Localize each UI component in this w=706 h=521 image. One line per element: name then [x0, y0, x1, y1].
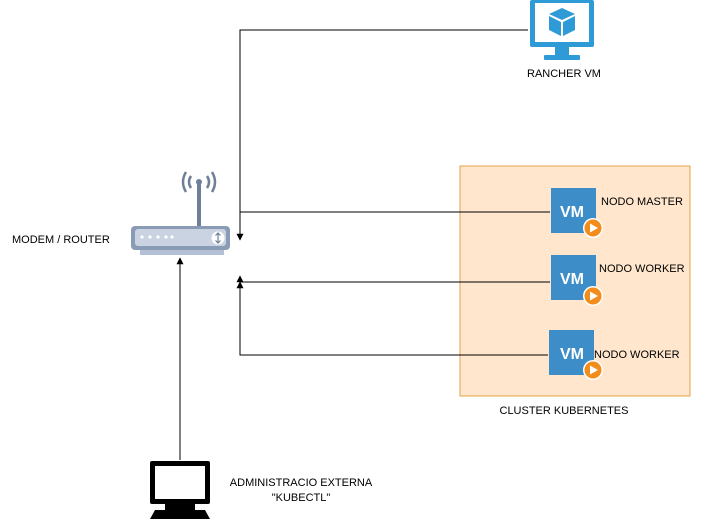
vm-icon-text-worker2: VM	[560, 346, 584, 363]
vm-icon-text-master: VM	[560, 204, 584, 221]
vm-icon: VM	[551, 255, 603, 306]
router-label: MODEM / ROUTER	[12, 234, 110, 246]
vm-icon: VM	[551, 188, 603, 238]
vm-icon-text-worker1: VM	[560, 271, 584, 288]
nodo-worker-label-1: NODO WORKER	[599, 263, 685, 275]
wifi-router-icon	[131, 171, 230, 255]
connector-worker2-router	[236, 281, 548, 356]
connector-rancher-router	[236, 29, 528, 241]
rancher-vm-label: RANCHER VM	[527, 68, 601, 80]
monitor-vm-icon	[530, 0, 594, 60]
admin-label-line2: "KUBECTL"	[271, 492, 331, 504]
vm-icon: VM	[549, 330, 603, 380]
desktop-monitor-icon	[150, 461, 210, 519]
cluster-label: CLUSTER KUBERNETES	[499, 405, 629, 417]
admin-label-line1: ADMINISTRACIO EXTERNA	[229, 477, 373, 489]
nodo-worker-label-2: NODO WORKER	[594, 349, 680, 361]
nodo-master-label: NODO MASTER	[601, 196, 683, 208]
